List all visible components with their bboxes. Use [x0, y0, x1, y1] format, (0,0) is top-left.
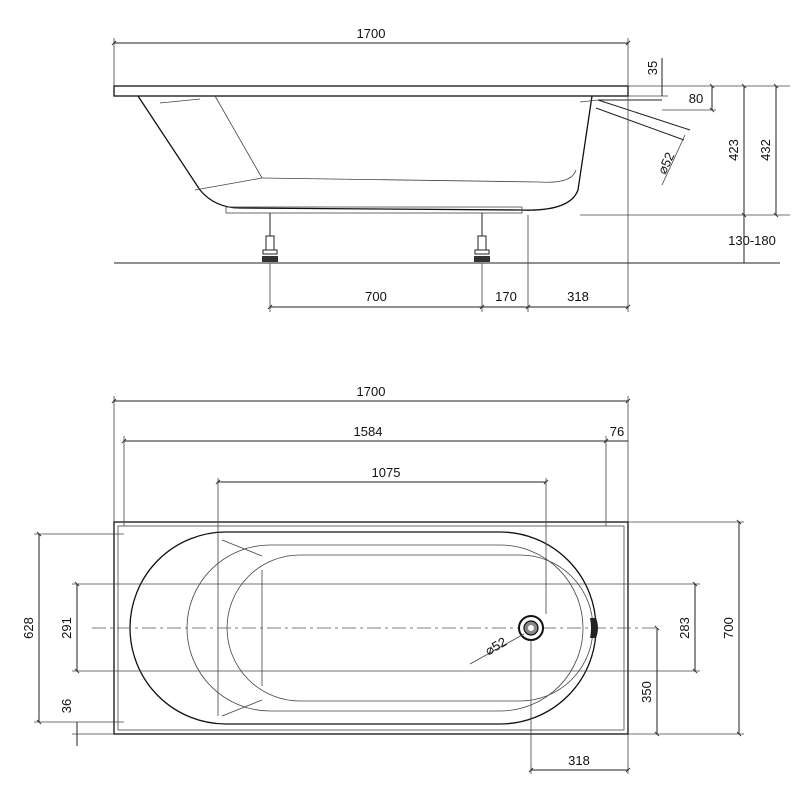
leg-left [262, 213, 278, 262]
dim-headrest-width: 291 [59, 617, 74, 639]
dim-drain-offset-side: 318 [567, 289, 589, 304]
overflow [590, 618, 598, 638]
top-basin [129, 531, 597, 725]
side-tub-body [137, 95, 593, 211]
dim-drain-offset-top: 318 [568, 753, 590, 768]
dim-width-inner: 628 [21, 617, 36, 639]
drain [518, 615, 544, 641]
dim-total-height: 432 [758, 139, 773, 161]
dim-overall-length: 1700 [357, 26, 386, 41]
leg-right [474, 213, 490, 262]
top-view: 1700 1584 76 1075 700 283 350 628 291 36… [21, 384, 744, 774]
dim-drain-width: 283 [677, 617, 692, 639]
dim-rim-offset: 36 [59, 699, 74, 713]
dim-overflow-height: 80 [689, 91, 703, 106]
dim-leg-spacing: 700 [365, 289, 387, 304]
dim-width-outer: 700 [721, 617, 736, 639]
side-view: 1700 35 80 423 432 130-180 700 170 318 ⌀… [111, 26, 790, 312]
dim-inner-height: 423 [726, 139, 741, 161]
dim-leg-to-drain: 170 [495, 289, 517, 304]
dim-inner-length: 1584 [354, 424, 383, 439]
side-rim [113, 85, 629, 97]
dim-top-overall-length: 1700 [357, 384, 386, 399]
overflow-pipe [595, 99, 691, 141]
dim-drain-to-edge: 350 [639, 681, 654, 703]
dim-drain-diameter-side: ⌀52 [654, 150, 677, 177]
support-frame [225, 206, 523, 214]
dim-end-offset: 76 [610, 424, 624, 439]
dim-leg-adjust: 130-180 [728, 233, 776, 248]
dim-rim-thickness: 35 [645, 61, 660, 75]
dim-armrest-span: 1075 [372, 465, 401, 480]
top-basin-floor [186, 544, 584, 712]
